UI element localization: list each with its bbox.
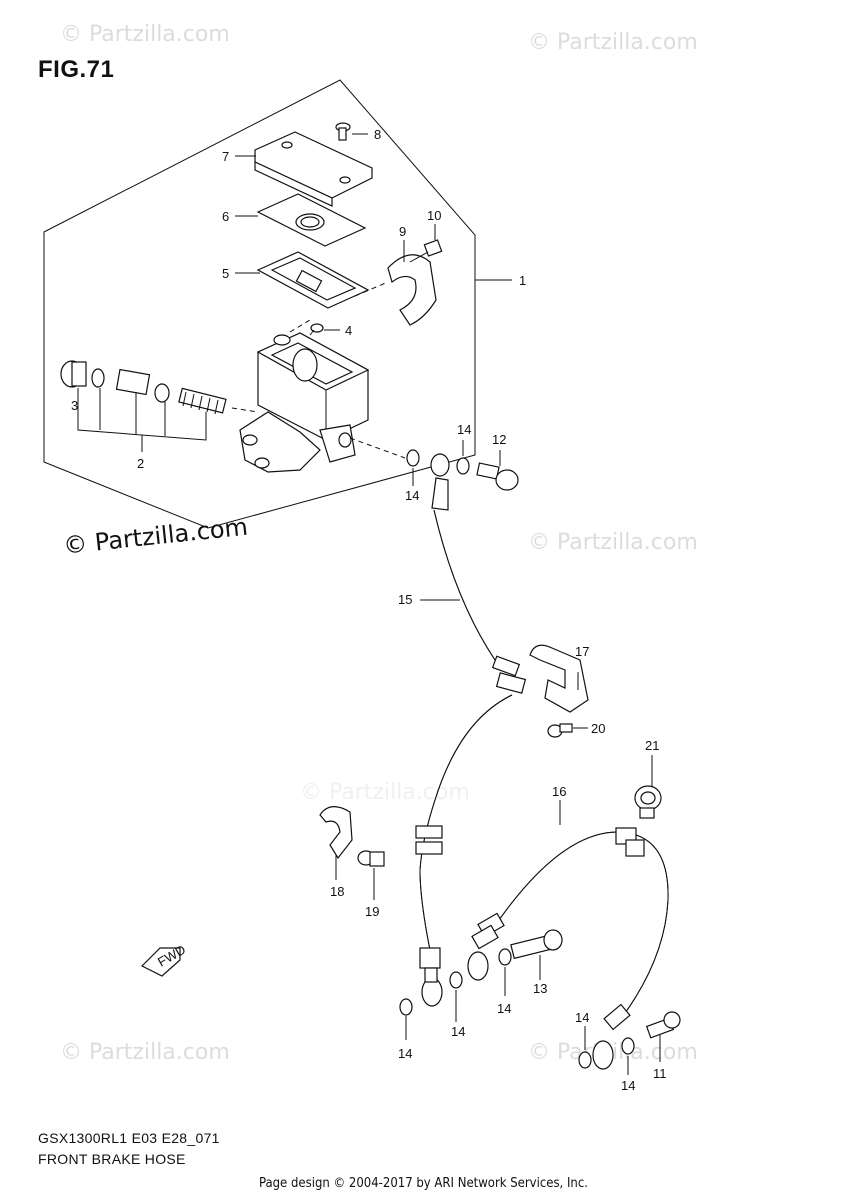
reservoir-cap-part: [254, 131, 373, 207]
callout-12: 12: [492, 432, 506, 447]
callout-14: 14: [621, 1078, 635, 1093]
watermark: © Partzilla.com: [60, 22, 230, 47]
brake-hose-16-part: [467, 827, 669, 1070]
callout-14: 14: [575, 1010, 589, 1025]
diaphragm-part: [256, 251, 370, 309]
page-footer: Page design © 2004-2017 by ARI Network S…: [259, 1176, 588, 1191]
washer-part: [498, 948, 512, 966]
washer-part: [406, 449, 420, 467]
callout-14: 14: [405, 488, 419, 503]
callout-16: 16: [552, 784, 566, 799]
bolt-19-part: [357, 850, 385, 867]
callout-1: 1: [519, 273, 526, 288]
callout-6: 6: [222, 209, 229, 224]
callout-14: 14: [451, 1024, 465, 1039]
watermark: © Partzilla.com: [60, 1040, 230, 1065]
callout-18: 18: [330, 884, 344, 899]
fwd-arrow-icon: FWD: [140, 942, 188, 977]
callout-17: 17: [575, 644, 589, 659]
washer-part: [399, 998, 413, 1016]
piston-kit-parts: [60, 360, 227, 415]
washer-part: [456, 457, 470, 475]
watermark: © Partzilla.com: [528, 530, 698, 555]
holder-bolt-part: [409, 239, 443, 263]
bolt-20-part: [547, 723, 573, 738]
callout-4: 4: [345, 323, 352, 338]
clamp-17-part: [529, 644, 589, 713]
callout-14: 14: [398, 1046, 412, 1061]
union-bolt-part: [476, 462, 519, 491]
callout-13: 13: [533, 981, 547, 996]
screw-part: [335, 122, 351, 141]
model-code: GSX1300RL1 E03 E28_071: [38, 1130, 220, 1146]
callout-15: 15: [398, 592, 412, 607]
master-cylinder-body-part: [239, 332, 370, 473]
union-bolt-11-part: [645, 1011, 681, 1039]
callout-14: 14: [457, 422, 471, 437]
assembly-group-outline: [43, 79, 476, 529]
callout-14: 14: [497, 1001, 511, 1016]
clamp-18-part: [319, 806, 353, 860]
callout-21: 21: [645, 738, 659, 753]
callout-19: 19: [365, 904, 379, 919]
small-screw-part: [309, 323, 324, 336]
brake-hose-15-part: [415, 453, 527, 1007]
callout-8: 8: [374, 127, 381, 142]
callout-11: 11: [653, 1066, 667, 1081]
washer-part: [449, 971, 463, 989]
figure-title: FIG.71: [38, 56, 115, 83]
callout-9: 9: [399, 224, 406, 239]
diagram-name: FRONT BRAKE HOSE: [38, 1151, 186, 1167]
callout-7: 7: [222, 149, 229, 164]
watermark: © Partzilla.com: [300, 780, 470, 805]
callout-2: 2: [137, 456, 144, 471]
callout-20: 20: [591, 721, 605, 736]
union-bolt-13-part: [510, 929, 563, 960]
callout-3: 3: [71, 398, 78, 413]
diaphragm-plate-part: [256, 193, 367, 247]
holder-part: [387, 254, 437, 326]
watermark: © Partzilla.com: [528, 30, 698, 55]
washer-part: [578, 1051, 592, 1069]
callout-5: 5: [222, 266, 229, 281]
washer-part: [621, 1037, 635, 1055]
callout-10: 10: [427, 208, 441, 223]
clamp-21-part: [634, 785, 662, 819]
